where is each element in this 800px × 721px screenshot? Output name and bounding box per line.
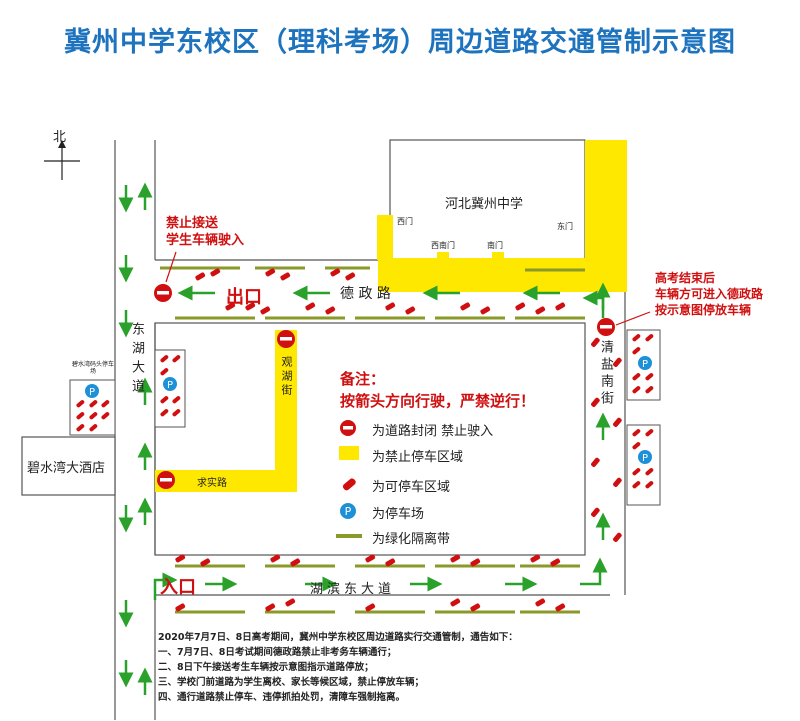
- road-dezheng: 德 政 路: [340, 286, 391, 302]
- notice-line: 三、学校门前道路为学生离校、家长等候区域，禁止停放车辆；: [158, 677, 425, 688]
- parking-zone-markers: [175, 268, 622, 612]
- gate-east: 东门: [557, 222, 573, 231]
- compass-label: 北: [53, 130, 67, 145]
- svg-text:P: P: [167, 380, 173, 391]
- exit-label: 出口: [226, 287, 262, 308]
- notice-line: 二、8日下午接送考生车辆按示意图指示道路停放；: [158, 662, 374, 673]
- school-building: [389, 139, 586, 261]
- notice-line: 2020年7月7日、8日高考期间，冀州中学东校区周边道路实行交通管制，通告如下：: [158, 632, 518, 643]
- parking-lots: [69, 329, 661, 506]
- after-exam-note: 高考结束后 车辆方可进入德政路 按示意图停放车辆: [655, 271, 764, 317]
- notice-line: 四、通行道路禁止停车、违停抓拍处罚，清障车强制拖离。: [158, 692, 406, 703]
- road-guanhu: 观湖街: [280, 356, 293, 398]
- legend-parking-lot: 为停车场: [372, 507, 425, 522]
- svg-text:P: P: [642, 359, 648, 370]
- compass-icon: [44, 140, 80, 180]
- road-closed-icon: [340, 420, 356, 436]
- road-qingyan: 清盐南街: [598, 340, 613, 408]
- map-title: 冀州中学东校区（理科考场）周边道路交通管制示意图: [64, 27, 736, 58]
- legend-green-belt: 为绿化隔离带: [372, 532, 451, 547]
- gate-southwest: 西南门: [431, 241, 455, 250]
- legend-no-parking: 为禁止停车区域: [372, 450, 464, 465]
- legend-parking-zone: 为可停车区域: [372, 480, 451, 495]
- gate-west: 西门: [397, 217, 413, 226]
- notice-line: 一、7月7日、8日考试期间德政路禁止非考务车辆通行；: [158, 647, 397, 658]
- direction-arrows: [118, 182, 611, 695]
- parking-lot-icons: P P P P: [85, 356, 652, 464]
- svg-text:P: P: [89, 387, 95, 398]
- hotel-building: [21, 436, 116, 496]
- school-name: 河北冀州中学: [445, 197, 524, 212]
- legend-icons: P: [336, 420, 362, 538]
- callout-line: [165, 251, 177, 283]
- svg-text:P: P: [345, 505, 352, 518]
- traffic-notice: 2020年7月7日、8日高考期间，冀州中学东校区周边道路实行交通管制，通告如下：…: [158, 630, 598, 705]
- entry-label: 入口: [160, 577, 196, 598]
- road-hubin: 湖滨东大道: [310, 582, 396, 597]
- road-donghu: 东湖大道: [129, 322, 144, 398]
- no-parking-zones: [155, 140, 627, 492]
- svg-text:P: P: [642, 453, 648, 464]
- road-closed-icons: [154, 284, 615, 489]
- legend-road-closed: 为道路封闭 禁止驶入: [372, 424, 494, 439]
- no-drop-note: 禁止接送 学生车辆驶入: [166, 216, 245, 248]
- remark-rule: 按箭头方向行驶，严禁逆行！: [340, 392, 536, 410]
- hotel-parking-label: 碧水湾码头停车场: [72, 361, 115, 375]
- road-qiushi: 求实路: [197, 478, 227, 489]
- no-parking-zone-icon: [339, 446, 359, 460]
- hotel-name: 碧水湾大酒店: [27, 461, 106, 476]
- green-belts: [160, 266, 585, 614]
- callout-line: [615, 311, 651, 326]
- parking-zone-icon: [342, 478, 356, 491]
- remark-title: 备注：: [340, 370, 386, 388]
- gate-south: 南门: [487, 241, 503, 250]
- parking-lot-icon: P: [340, 503, 356, 519]
